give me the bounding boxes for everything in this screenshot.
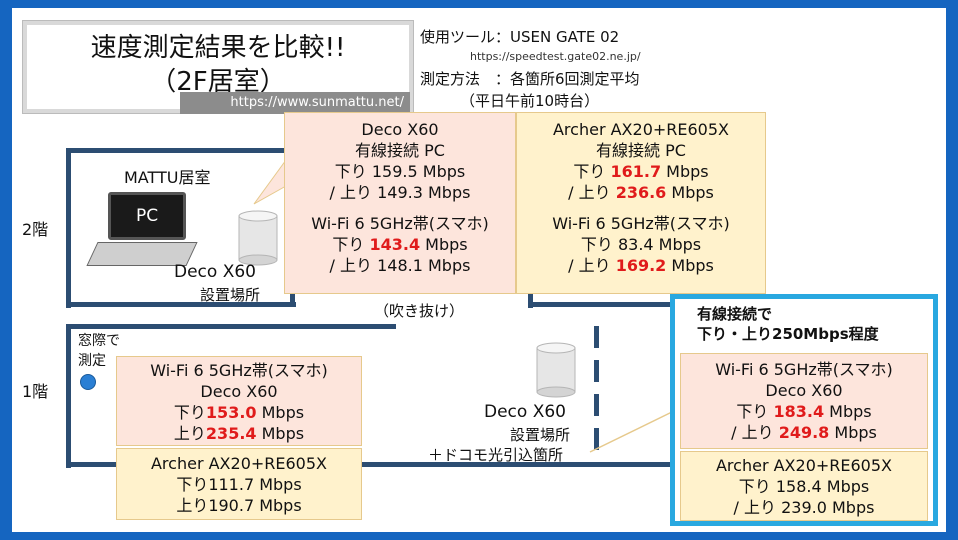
wall-2f-left bbox=[66, 148, 71, 308]
title-line-1: 速度測定結果を比較!! bbox=[90, 33, 346, 63]
deco-1f-router-icon bbox=[536, 342, 576, 398]
wall-2f-top-left bbox=[66, 148, 286, 153]
callout-archer-2f-wifi: Wi-Fi 6 5GHz帯(スマホ) bbox=[552, 214, 730, 233]
callout-archer-1f-near-up: / 上り 239.0 Mbps bbox=[733, 498, 875, 517]
deco-2f-sub: 設置場所 bbox=[200, 286, 261, 304]
callout-deco-1f-window-line2: Deco X60 bbox=[200, 382, 278, 401]
callout-deco-2f-wired-up: / 上り 149.3 Mbps bbox=[329, 183, 471, 202]
wall-2f-bottom bbox=[66, 302, 296, 307]
wall-1f-dash-4 bbox=[594, 428, 599, 450]
callout-deco-2f-wired: 有線接続 PC bbox=[355, 141, 445, 160]
method-text: 測定方法 ：各箇所6回測定平均 bbox=[420, 70, 640, 88]
window-label-2: 測定 bbox=[78, 353, 106, 369]
callout-archer-2f-title: Archer AX20+RE605X bbox=[552, 120, 729, 139]
highlight-box: 有線接続で 下り・上り250Mbps程度 Wi-Fi 6 5GHz帯(スマホ) … bbox=[670, 294, 938, 526]
callout-deco-2f: Deco X60 有線接続 PC 下り 159.5 Mbps / 上り 149.… bbox=[284, 112, 516, 294]
tool-text: 使用ツール：USEN GATE 02 bbox=[420, 28, 620, 46]
wall-2f-right-bottom bbox=[528, 292, 533, 308]
deco-1f-label: Deco X60 bbox=[484, 402, 566, 422]
window-measure-point-icon bbox=[80, 374, 96, 390]
callout-archer-2f-wifi-up: / 上り 169.2 Mbps bbox=[568, 256, 714, 275]
title-url: https://www.sunmattu.net/ bbox=[180, 92, 410, 114]
callout-deco-1f-window: Wi-Fi 6 5GHz帯(スマホ) Deco X60 下り153.0 Mbps… bbox=[116, 356, 362, 446]
callout-archer-2f: Archer AX20+RE605X 有線接続 PC 下り 161.7 Mbps… bbox=[516, 112, 766, 294]
callout-deco-1f-near-line2: Deco X60 bbox=[765, 381, 843, 400]
wall-1f-dash-1 bbox=[594, 326, 599, 348]
callout-deco-2f-wifi-up: / 上り 148.1 Mbps bbox=[329, 256, 471, 275]
wall-1f-dash-2 bbox=[594, 360, 599, 382]
wall-2f-right-floor bbox=[528, 302, 673, 307]
wall-1f-left bbox=[66, 324, 71, 468]
callout-deco-1f-near-line1: Wi-Fi 6 5GHz帯(スマホ) bbox=[715, 360, 893, 379]
callout-archer-1f-window-title: Archer AX20+RE605X bbox=[150, 454, 327, 473]
highlight-heading-1: 有線接続で bbox=[697, 305, 773, 323]
callout-deco-2f-title: Deco X60 bbox=[361, 120, 439, 139]
highlight-heading-2: 下り・上り250Mbps程度 bbox=[697, 325, 879, 343]
wall-1f-top bbox=[66, 324, 396, 329]
deco-1f-sub1: 設置場所 bbox=[510, 426, 571, 444]
callout-archer-1f-near: Archer AX20+RE605X 下り 158.4 Mbps / 上り 23… bbox=[680, 451, 928, 521]
room-2f-label: MATTU居室 bbox=[124, 168, 211, 187]
floor-label-1f: 1階 bbox=[22, 382, 49, 401]
callout-deco-1f-window-up: 上り235.4 Mbps bbox=[173, 424, 305, 443]
pc-laptop-icon: PC bbox=[108, 192, 186, 240]
callout-archer-1f-window-down: 下り111.7 Mbps bbox=[176, 475, 302, 494]
wall-1f-bottom bbox=[66, 462, 671, 467]
callout-archer-2f-wired-up: / 上り 236.6 Mbps bbox=[568, 183, 714, 202]
wall-1f-dash-3 bbox=[594, 394, 599, 416]
callout-deco-2f-wifi-down: 下り 143.4 Mbps bbox=[332, 235, 468, 254]
callout-archer-1f-window-up: 上り190.7 Mbps bbox=[176, 496, 302, 515]
callout-archer-1f-window: Archer AX20+RE605X 下り111.7 Mbps 上り190.7 … bbox=[116, 448, 362, 520]
callout-deco-2f-wired-down: 下り 159.5 Mbps bbox=[334, 162, 466, 181]
deco-2f-label: Deco X60 bbox=[174, 262, 256, 282]
callout-deco-1f-window-line1: Wi-Fi 6 5GHz帯(スマホ) bbox=[150, 361, 328, 380]
window-label-1: 窓際で bbox=[78, 333, 120, 349]
atrium-label: （吹き抜け） bbox=[374, 302, 465, 320]
callout-archer-1f-near-down: 下り 158.4 Mbps bbox=[738, 477, 870, 496]
callout-deco-2f-wifi: Wi-Fi 6 5GHz帯(スマホ) bbox=[311, 214, 489, 233]
callout-deco-1f-window-down: 下り153.0 Mbps bbox=[173, 403, 305, 422]
callout-archer-1f-near-title: Archer AX20+RE605X bbox=[715, 456, 892, 475]
pc-label: PC bbox=[135, 206, 159, 226]
deco-2f-router-icon bbox=[238, 210, 278, 266]
callout-archer-2f-wired-down: 下り 161.7 Mbps bbox=[573, 162, 709, 181]
method-note: （平日午前10時台） bbox=[460, 92, 600, 110]
callout-deco-1f-near-down: 下り 183.4 Mbps bbox=[736, 402, 872, 421]
tool-url: https://speedtest.gate02.ne.jp/ bbox=[470, 50, 641, 63]
callout-archer-2f-wired: 有線接続 PC bbox=[596, 141, 686, 160]
callout-deco-1f-near: Wi-Fi 6 5GHz帯(スマホ) Deco X60 下り 183.4 Mbp… bbox=[680, 353, 928, 449]
callout-archer-2f-wifi-down: 下り 83.4 Mbps bbox=[580, 235, 702, 254]
floor-label-2f: 2階 bbox=[22, 220, 49, 239]
callout-deco-1f-near-up: / 上り 249.8 Mbps bbox=[731, 423, 877, 442]
deco-1f-sub2: ＋ドコモ光引込箇所 bbox=[428, 446, 564, 464]
